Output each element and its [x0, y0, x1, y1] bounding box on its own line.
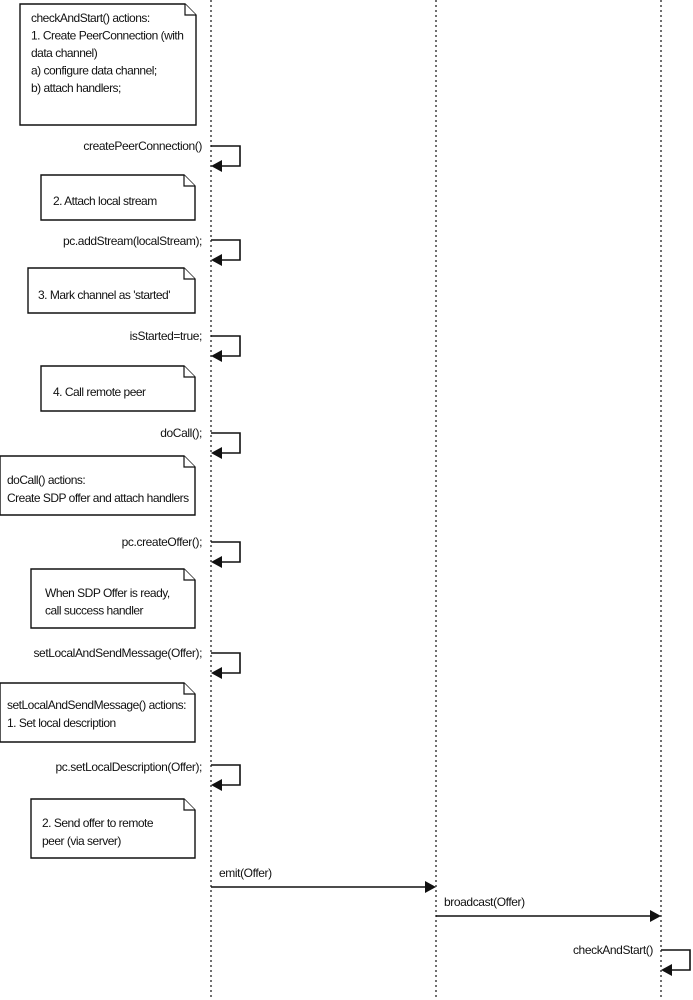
- note-line: 1. Set local description: [7, 716, 116, 730]
- arrow-head: [211, 779, 222, 791]
- note-send-offer: 2. Send offer to remote peer (via server): [30, 798, 196, 859]
- self-call-label: pc.setLocalDescription(Offer);: [55, 760, 202, 774]
- call-do-call: doCall();: [160, 426, 241, 459]
- note-fold-corner: [183, 569, 195, 581]
- note-sdp-offer-ready: When SDP Offer is ready, call success han…: [30, 568, 196, 629]
- arrow-head: [211, 160, 222, 172]
- note-box: [40, 365, 196, 412]
- self-calls: createPeerConnection() pc.addStream(local…: [33, 139, 691, 976]
- note-box: [30, 798, 196, 859]
- self-call-label: createPeerConnection(): [83, 139, 202, 153]
- note-fold-corner: [183, 175, 195, 187]
- note-call-remote-peer: 4. Call remote peer: [40, 365, 196, 412]
- self-call-loop: [211, 652, 241, 674]
- note-line: Create SDP offer and attach handlers: [7, 491, 189, 505]
- self-call-label: pc.addStream(localStream);: [63, 234, 202, 248]
- call-create-offer: pc.createOffer();: [122, 535, 241, 568]
- note-line: 2. Send offer to remote: [42, 816, 154, 830]
- call-add-stream: pc.addStream(localStream);: [63, 234, 241, 266]
- note-fold-corner: [183, 366, 195, 378]
- note-box: [30, 568, 196, 629]
- note-line: checkAndStart() actions:: [31, 11, 150, 25]
- arrow-head: [211, 556, 222, 568]
- note-line: When SDP Offer is ready,: [45, 586, 170, 600]
- note-line: 3. Mark channel as 'started': [38, 288, 170, 302]
- self-call-label: doCall();: [160, 426, 202, 440]
- self-call-label: checkAndStart(): [573, 943, 653, 957]
- self-call-loop: [211, 541, 241, 563]
- call-check-and-start: checkAndStart(): [573, 943, 691, 976]
- call-is-started: isStarted=true;: [130, 329, 241, 362]
- note-line: setLocalAndSendMessage() actions:: [7, 698, 186, 712]
- arrow-head: [661, 964, 672, 976]
- self-call-loop: [211, 239, 241, 261]
- note-checkandstart-actions: checkAndStart() actions: 1. Create PeerCo…: [19, 3, 197, 126]
- self-call-loop: [211, 335, 241, 357]
- self-call-label: pc.createOffer();: [122, 535, 202, 549]
- note-line: peer (via server): [42, 834, 121, 848]
- note-setlocal-actions: setLocalAndSendMessage() actions: 1. Set …: [0, 682, 196, 743]
- message-label: emit(Offer): [219, 866, 272, 880]
- call-set-local-and-send: setLocalAndSendMessage(Offer);: [33, 646, 241, 679]
- note-line: doCall() actions:: [7, 473, 85, 487]
- messages: emit(Offer) broadcast(Offer): [211, 866, 661, 922]
- note-box: [19, 3, 197, 126]
- arrow-head: [425, 881, 436, 893]
- note-fold-corner: [183, 683, 195, 695]
- note-box: [0, 682, 196, 743]
- self-call-loop: [211, 145, 241, 167]
- note-line: call success handler: [45, 604, 144, 618]
- note-line: 4. Call remote peer: [53, 385, 146, 399]
- note-attach-local-stream: 2. Attach local stream: [40, 174, 196, 221]
- note-docall-actions: doCall() actions: Create SDP offer and at…: [0, 455, 196, 516]
- self-call-label: isStarted=true;: [130, 329, 202, 343]
- note-box: [40, 174, 196, 221]
- msg-emit-offer: emit(Offer): [211, 866, 436, 893]
- notes: checkAndStart() actions: 1. Create PeerCo…: [0, 3, 197, 859]
- note-box: [0, 455, 196, 516]
- arrow-head: [211, 254, 222, 266]
- arrow-head: [211, 350, 222, 362]
- note-box: [27, 267, 196, 314]
- note-fold-corner: [183, 799, 195, 811]
- self-call-loop: [661, 949, 691, 971]
- note-line: 2. Attach local stream: [53, 194, 157, 208]
- note-line: data channel): [31, 46, 98, 60]
- self-call-loop: [211, 764, 241, 786]
- self-call-label: setLocalAndSendMessage(Offer);: [33, 646, 202, 660]
- note-line: b) attach handlers;: [31, 81, 121, 95]
- arrow-head: [211, 447, 222, 459]
- note-line: a) configure data channel;: [31, 64, 157, 78]
- message-label: broadcast(Offer): [444, 895, 525, 909]
- note-fold-corner: [183, 456, 195, 468]
- arrow-head: [211, 667, 222, 679]
- call-create-peer-connection: createPeerConnection(): [83, 139, 241, 172]
- note-fold-corner: [183, 268, 195, 280]
- lifelines: [210, 0, 662, 1000]
- note-mark-channel-started: 3. Mark channel as 'started': [27, 267, 196, 314]
- msg-broadcast-offer: broadcast(Offer): [436, 895, 661, 922]
- arrow-head: [650, 910, 661, 922]
- call-set-local-description: pc.setLocalDescription(Offer);: [55, 760, 241, 791]
- note-line: 1. Create PeerConnection (with: [31, 29, 183, 43]
- note-fold-corner: [184, 4, 196, 16]
- self-call-loop: [211, 432, 241, 454]
